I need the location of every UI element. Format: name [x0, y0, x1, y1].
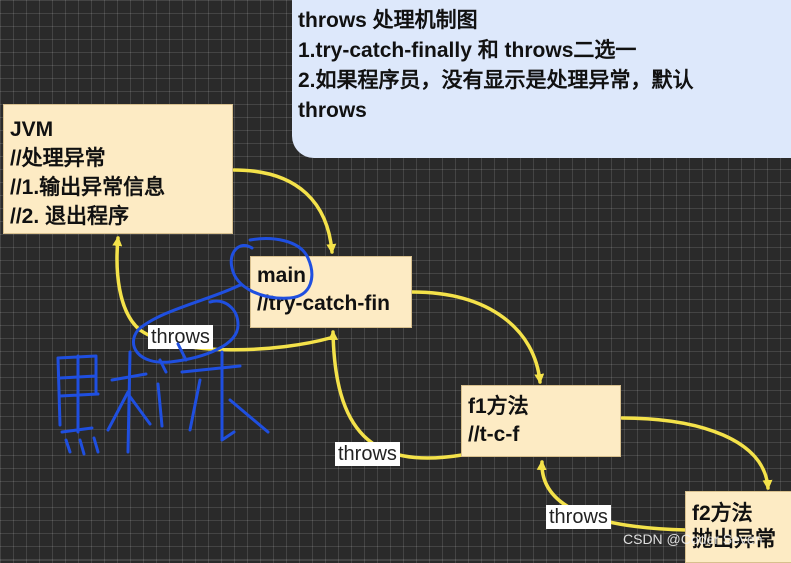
f1-box: f1方法 //t-c-f	[461, 385, 621, 457]
jvm-line-2: //1.输出异常信息	[10, 176, 166, 199]
note-title: throws 处理机制图	[298, 9, 478, 32]
edge-label-f1-to-main: throws	[335, 442, 400, 466]
handwriting-char-2	[106, 350, 168, 454]
handwriting-circle-main	[229, 237, 314, 300]
f1-title: f1方法	[468, 395, 529, 418]
edge-label-main-to-jvm: throws	[148, 325, 213, 349]
edge-label-f2-to-f1: throws	[546, 505, 611, 529]
note-line-2: 2.如果程序员，没有显示是处理异常，默认	[298, 69, 694, 92]
f2-box: f2方法 抛出异常	[685, 491, 791, 563]
note-line-3: throws	[298, 99, 367, 122]
arrow-main-to-f1	[410, 290, 545, 384]
arrow-f1-throws-to-main	[328, 330, 464, 460]
jvm-line-1: //处理异常	[10, 147, 106, 170]
f2-line-1: 抛出异常	[692, 528, 776, 551]
main-box: main //try-catch-fin	[250, 256, 412, 328]
note-line-1: 1.try-catch-finally 和 throws二选一	[298, 39, 637, 62]
arrow-jvm-to-main	[232, 168, 337, 254]
watermark: CSDN @Coder Seven	[623, 531, 763, 547]
note-panel: throws 处理机制图 1.try-catch-finally 和 throw…	[292, 0, 791, 158]
f2-title: f2方法	[692, 502, 753, 525]
handwriting-char-3	[176, 342, 270, 442]
f1-line-1: //t-c-f	[468, 423, 520, 446]
main-title: main	[257, 264, 307, 287]
handwriting-char-1	[56, 354, 100, 456]
jvm-box: JVM //处理异常 //1.输出异常信息 //2. 退出程序	[3, 104, 233, 234]
jvm-title: JVM	[10, 118, 54, 141]
arrow-f1-to-f2	[620, 416, 773, 490]
handwriting-loop-throws	[132, 283, 242, 364]
jvm-line-3: //2. 退出程序	[10, 205, 130, 228]
